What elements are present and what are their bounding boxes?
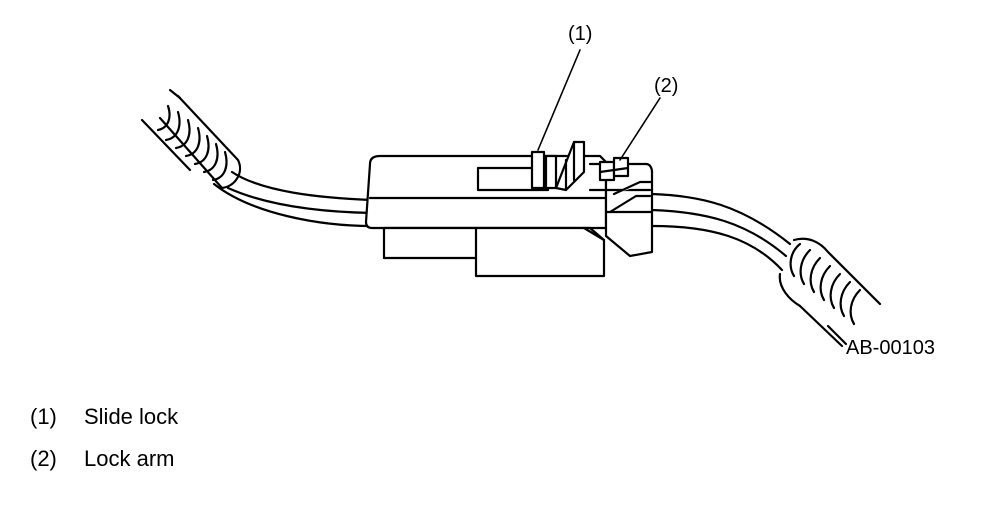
lock-arm (598, 156, 630, 182)
right-wire-upper (650, 192, 792, 246)
callout-2-leader (619, 97, 661, 161)
right-tube (778, 237, 882, 348)
legend-item: (2) Lock arm (30, 446, 178, 488)
right-wire-lower (650, 224, 784, 272)
right-harness (650, 192, 882, 348)
left-tube (158, 94, 242, 190)
callout-1-label: (1) (568, 23, 592, 45)
right-wire-mid (650, 208, 788, 258)
callout-2-label: (2) (654, 75, 678, 97)
legend-item-number: (2) (30, 446, 57, 471)
left-wire-mid (226, 186, 374, 215)
legend-item-number: (1) (30, 404, 57, 429)
left-harness (140, 88, 374, 228)
left-wire-upper (230, 170, 374, 202)
legend-item-label: Lock arm (84, 446, 175, 471)
figure-id: AB-00103 (846, 337, 935, 359)
legend-item-label: Slide lock (84, 404, 179, 429)
callout-1-leader (537, 49, 581, 151)
legend: (1) Slide lock (2) Lock arm (30, 404, 178, 488)
housing-lower (382, 226, 606, 278)
legend-item: (1) Slide lock (30, 404, 178, 446)
slide-lock (476, 140, 586, 192)
left-wire-lower (212, 182, 374, 228)
housing-rear (588, 162, 654, 258)
